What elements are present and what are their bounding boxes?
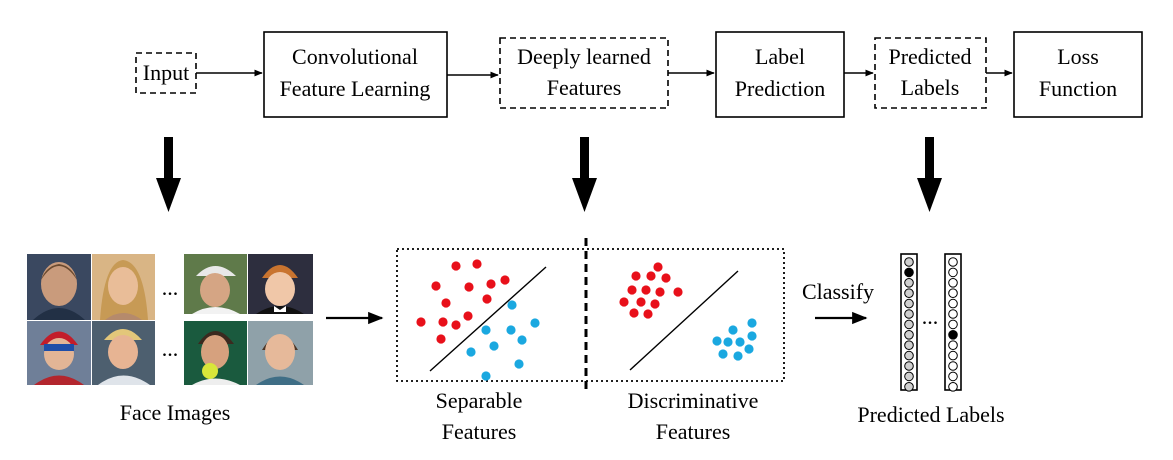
- label-cell: [904, 319, 914, 330]
- separable-caption-line1: Separable: [436, 388, 523, 413]
- label-vector-left: [900, 253, 918, 392]
- label-cell: [904, 330, 914, 340]
- label-prediction-line2: Prediction: [735, 76, 825, 101]
- predicted-label-line2: Labels: [901, 75, 960, 100]
- label-cell: [948, 267, 958, 278]
- face-photo: [27, 254, 91, 320]
- discriminative-caption-line2: Features: [656, 419, 731, 444]
- label-cell: [904, 361, 914, 371]
- face-photo: [184, 321, 247, 385]
- loss-label-line1: Loss: [1057, 44, 1099, 69]
- separable-blue-points: [466, 300, 540, 381]
- label-cell: [948, 350, 958, 361]
- label-cell: [904, 288, 914, 299]
- conv-label-line2: Feature Learning: [280, 76, 431, 101]
- deep-features-box: [499, 37, 669, 109]
- label-cell: [904, 350, 914, 361]
- label-cell: [948, 319, 958, 330]
- discriminative-boundary-line: [629, 270, 739, 371]
- separable-caption-line2: Features: [442, 419, 517, 444]
- label-cell: [948, 371, 958, 382]
- conv-label-line1: Convolutional: [292, 44, 418, 69]
- label-cell: [904, 309, 914, 319]
- label-cell: [904, 298, 914, 309]
- loss-function-box: [1013, 31, 1143, 118]
- label-vector-right: [944, 253, 962, 392]
- label-cell: [904, 371, 914, 382]
- thick-arrow-down-icon: [917, 137, 942, 212]
- label-cell: [948, 298, 958, 309]
- predicted-labels-caption: Predicted Labels: [857, 402, 1004, 427]
- predicted-label-line1: Predicted: [888, 44, 971, 69]
- label-cell: [948, 382, 958, 392]
- deep-label-line1: Deeply learned: [517, 44, 651, 69]
- discriminative-red-points: [619, 262, 683, 319]
- label-prediction-box: [715, 31, 845, 118]
- face-photo: [27, 321, 91, 385]
- face-photo: [248, 321, 313, 385]
- pipeline-row: Input Convolutional Feature Learning Dee…: [135, 31, 1143, 118]
- active-label-cell: [948, 330, 958, 340]
- label-cell: [948, 257, 958, 267]
- input-box: [135, 52, 197, 94]
- faces-ellipsis-top: ...: [162, 275, 179, 300]
- label-cell: [948, 340, 958, 351]
- label-vector-ellipsis: ...: [922, 304, 939, 329]
- label-cell: [904, 278, 914, 288]
- thick-arrow-down-icon: [572, 137, 597, 212]
- separable-red-points: [416, 259, 510, 344]
- feature-space-panel: [396, 238, 785, 392]
- label-cell: [904, 382, 914, 392]
- faces-ellipsis-bottom: ...: [162, 336, 179, 361]
- input-label: Input: [143, 60, 189, 85]
- loss-label-line2: Function: [1039, 76, 1117, 101]
- label-cell: [948, 288, 958, 299]
- discriminative-blue-points: [712, 318, 757, 361]
- label-cell: [948, 278, 958, 288]
- face-photo: [92, 321, 155, 385]
- face-photo: [92, 254, 155, 320]
- label-prediction-line1: Label: [755, 44, 805, 69]
- active-label-cell: [904, 267, 914, 278]
- face-images-grid: ... ...: [27, 254, 313, 385]
- discriminative-caption-line1: Discriminative: [628, 388, 759, 413]
- feature-space-border: [396, 248, 785, 382]
- face-images-caption: Face Images: [120, 400, 231, 425]
- classify-label: Classify: [802, 279, 874, 304]
- deep-label-line2: Features: [547, 75, 622, 100]
- thick-arrow-down-icon: [156, 137, 181, 212]
- label-cell: [904, 257, 914, 267]
- face-photo: [248, 254, 313, 314]
- label-cell: [948, 309, 958, 319]
- conv-feature-learning-box: [263, 31, 448, 118]
- label-cell: [904, 340, 914, 351]
- separable-boundary-line: [429, 266, 547, 372]
- face-photo: [184, 254, 247, 314]
- label-cell: [948, 361, 958, 371]
